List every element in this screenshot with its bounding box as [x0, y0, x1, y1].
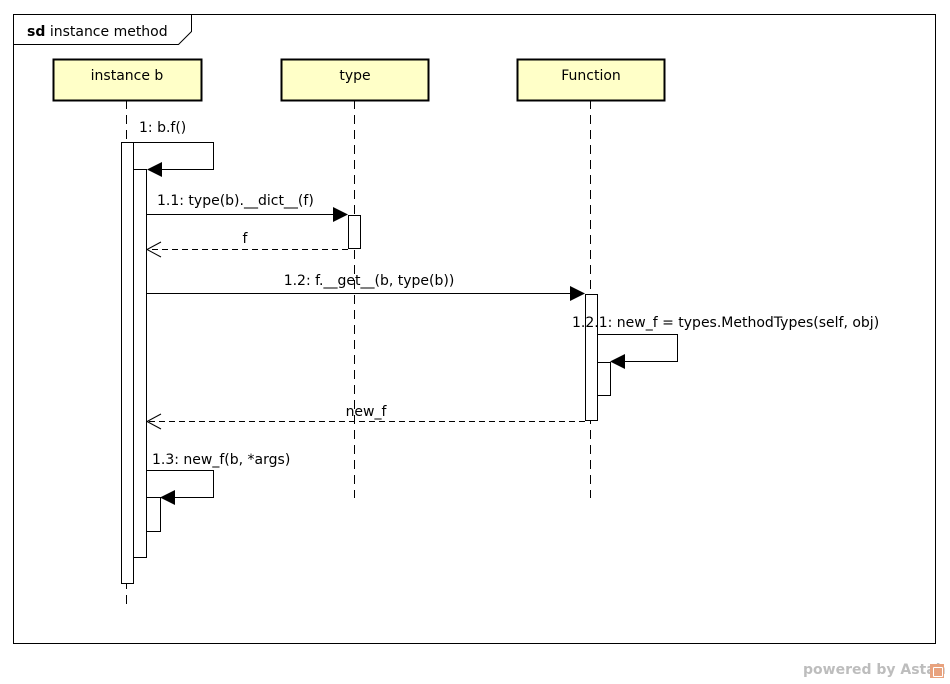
activation-instance-b-call-1-3: [146, 497, 161, 532]
message-1-2-1-line: [597, 334, 678, 362]
message-1-1-label: 1.1: type(b).__dict__(f): [157, 193, 314, 209]
message-1-2-1: 1.2.1: new_f = types.MethodTypes(self, o…: [572, 315, 879, 369]
message-1-line: [133, 142, 214, 170]
message-1-arrowhead: [147, 162, 162, 177]
reply-f-label: f: [243, 231, 249, 247]
activation-instance-b-main: [121, 142, 134, 584]
message-1-2-1-arrowhead: [610, 354, 625, 369]
message-1-1: 1.1: type(b).__dict__(f): [146, 193, 348, 222]
lifeline-label-function: Function: [561, 68, 621, 84]
lifeline-head-function: [516, 58, 666, 102]
reply-f: f: [145, 231, 348, 258]
message-1-2: 1.2: f.__get__(b, type(b)): [146, 273, 585, 301]
astah-logo-icon: [930, 664, 944, 678]
activation-instance-b-nested: [133, 169, 147, 558]
frame-name: instance method: [50, 24, 168, 40]
message-1-2-label: 1.2: f.__get__(b, type(b)): [284, 273, 455, 289]
message-1-2-1-label: 1.2.1: new_f = types.MethodTypes(self, o…: [572, 315, 879, 331]
frame-keyword: sd: [27, 24, 45, 40]
lifeline-function: Function: [516, 58, 666, 498]
activation-function: [585, 294, 598, 421]
message-1-1-arrowhead: [333, 207, 348, 222]
frame-label: sd instance method: [27, 24, 168, 40]
reply-new-f-label: new_f: [346, 404, 388, 420]
lifeline-type: type: [280, 58, 430, 498]
message-1-3: 1.3: new_f(b, *args): [146, 452, 290, 505]
lifeline-label-instance-b: instance b: [91, 68, 164, 84]
message-1-3-arrowhead: [160, 490, 175, 505]
astah-watermark: powered by Astah: [803, 662, 946, 678]
lifeline-head-instance-b: [52, 58, 203, 102]
message-1-label: 1: b.f(): [139, 120, 186, 136]
diagram-frame: [13, 14, 936, 644]
reply-new-f: new_f: [145, 404, 585, 430]
reply-f-arrowhead: [145, 241, 162, 258]
message-1: 1: b.f(): [133, 120, 214, 177]
lifeline-label-type: type: [339, 68, 370, 84]
activation-type: [348, 215, 361, 249]
frame-tab: [13, 14, 192, 45]
message-1-2-arrowhead: [570, 286, 585, 301]
message-1-3-label: 1.3: new_f(b, *args): [152, 452, 290, 468]
reply-new-f-arrowhead: [145, 413, 162, 430]
message-1-3-line: [146, 470, 214, 498]
activation-function-nested: [597, 362, 611, 396]
